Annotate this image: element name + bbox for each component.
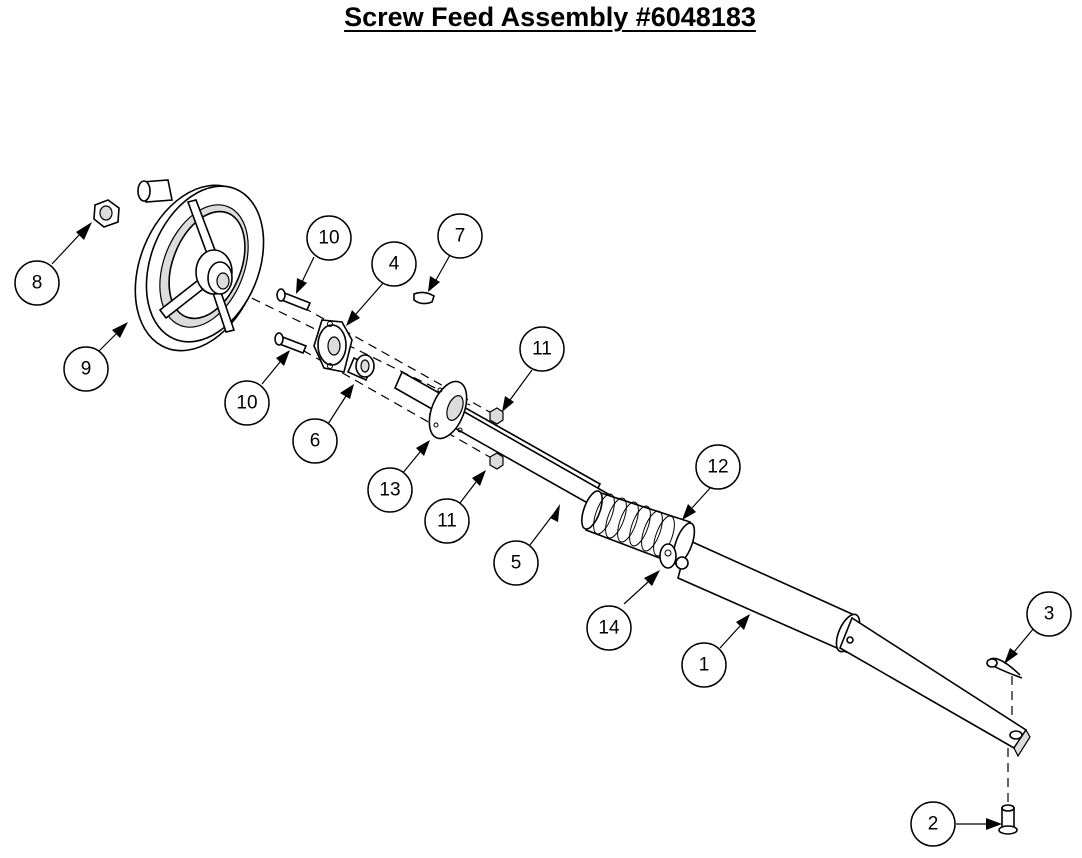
callout-14: 14: [586, 605, 632, 651]
svg-text:10: 10: [236, 393, 257, 414]
callout-13: 13: [367, 467, 413, 513]
part-11-nut-lower: [489, 452, 504, 470]
callout-1: 1: [681, 642, 727, 688]
svg-text:5: 5: [511, 553, 522, 574]
part-3-hairpin-clip: [986, 657, 1023, 679]
callout-8: 8: [14, 260, 60, 306]
svg-text:7: 7: [455, 226, 466, 247]
callout-7: 7: [437, 213, 483, 259]
callout-12: 12: [695, 444, 741, 490]
svg-text:6: 6: [310, 431, 321, 452]
part-4-bearing-block: [313, 319, 353, 373]
part-12-spring: [581, 490, 696, 567]
part-7-key: [413, 291, 435, 305]
svg-text:3: 3: [1044, 604, 1055, 625]
svg-text:12: 12: [707, 457, 728, 478]
callout-4: 4: [371, 241, 417, 287]
svg-text:1: 1: [699, 655, 710, 676]
callout-5: 5: [493, 540, 539, 586]
svg-text:4: 4: [389, 254, 400, 275]
callout-11-lower: 11: [424, 498, 470, 544]
part-6-bushing: [346, 354, 375, 382]
part-14-collar-pin: [659, 543, 689, 570]
page-title: Screw Feed Assembly #6048183: [344, 2, 756, 32]
svg-text:11: 11: [532, 339, 552, 360]
part-11-nut-upper: [489, 407, 504, 425]
callout-11-upper: 11: [519, 326, 565, 372]
part-5-screw-rod: [393, 370, 612, 512]
leader-lines: [51, 222, 1035, 830]
callout-9: 9: [63, 346, 109, 392]
part-9-handwheel: [134, 179, 265, 352]
svg-text:10: 10: [318, 228, 339, 249]
svg-text:2: 2: [928, 814, 939, 835]
svg-text:9: 9: [81, 359, 92, 380]
callout-6: 6: [292, 418, 338, 464]
part-10-bolt-lower: [274, 332, 308, 355]
part-10-bolt-upper: [276, 288, 312, 312]
part-1-shaft-tube: [677, 538, 1031, 758]
svg-text:8: 8: [32, 273, 43, 294]
svg-text:14: 14: [598, 618, 620, 639]
part-8-hex-nut: [93, 199, 120, 228]
callout-2: 2: [910, 801, 956, 847]
callout-3: 3: [1026, 591, 1072, 637]
svg-text:13: 13: [379, 480, 400, 501]
callout-10-lower: 10: [224, 380, 270, 426]
part-13-flange: [428, 380, 468, 440]
callout-10-upper: 10: [306, 215, 352, 261]
part-2-clevis-pin: [998, 804, 1018, 835]
svg-text:11: 11: [437, 511, 457, 532]
